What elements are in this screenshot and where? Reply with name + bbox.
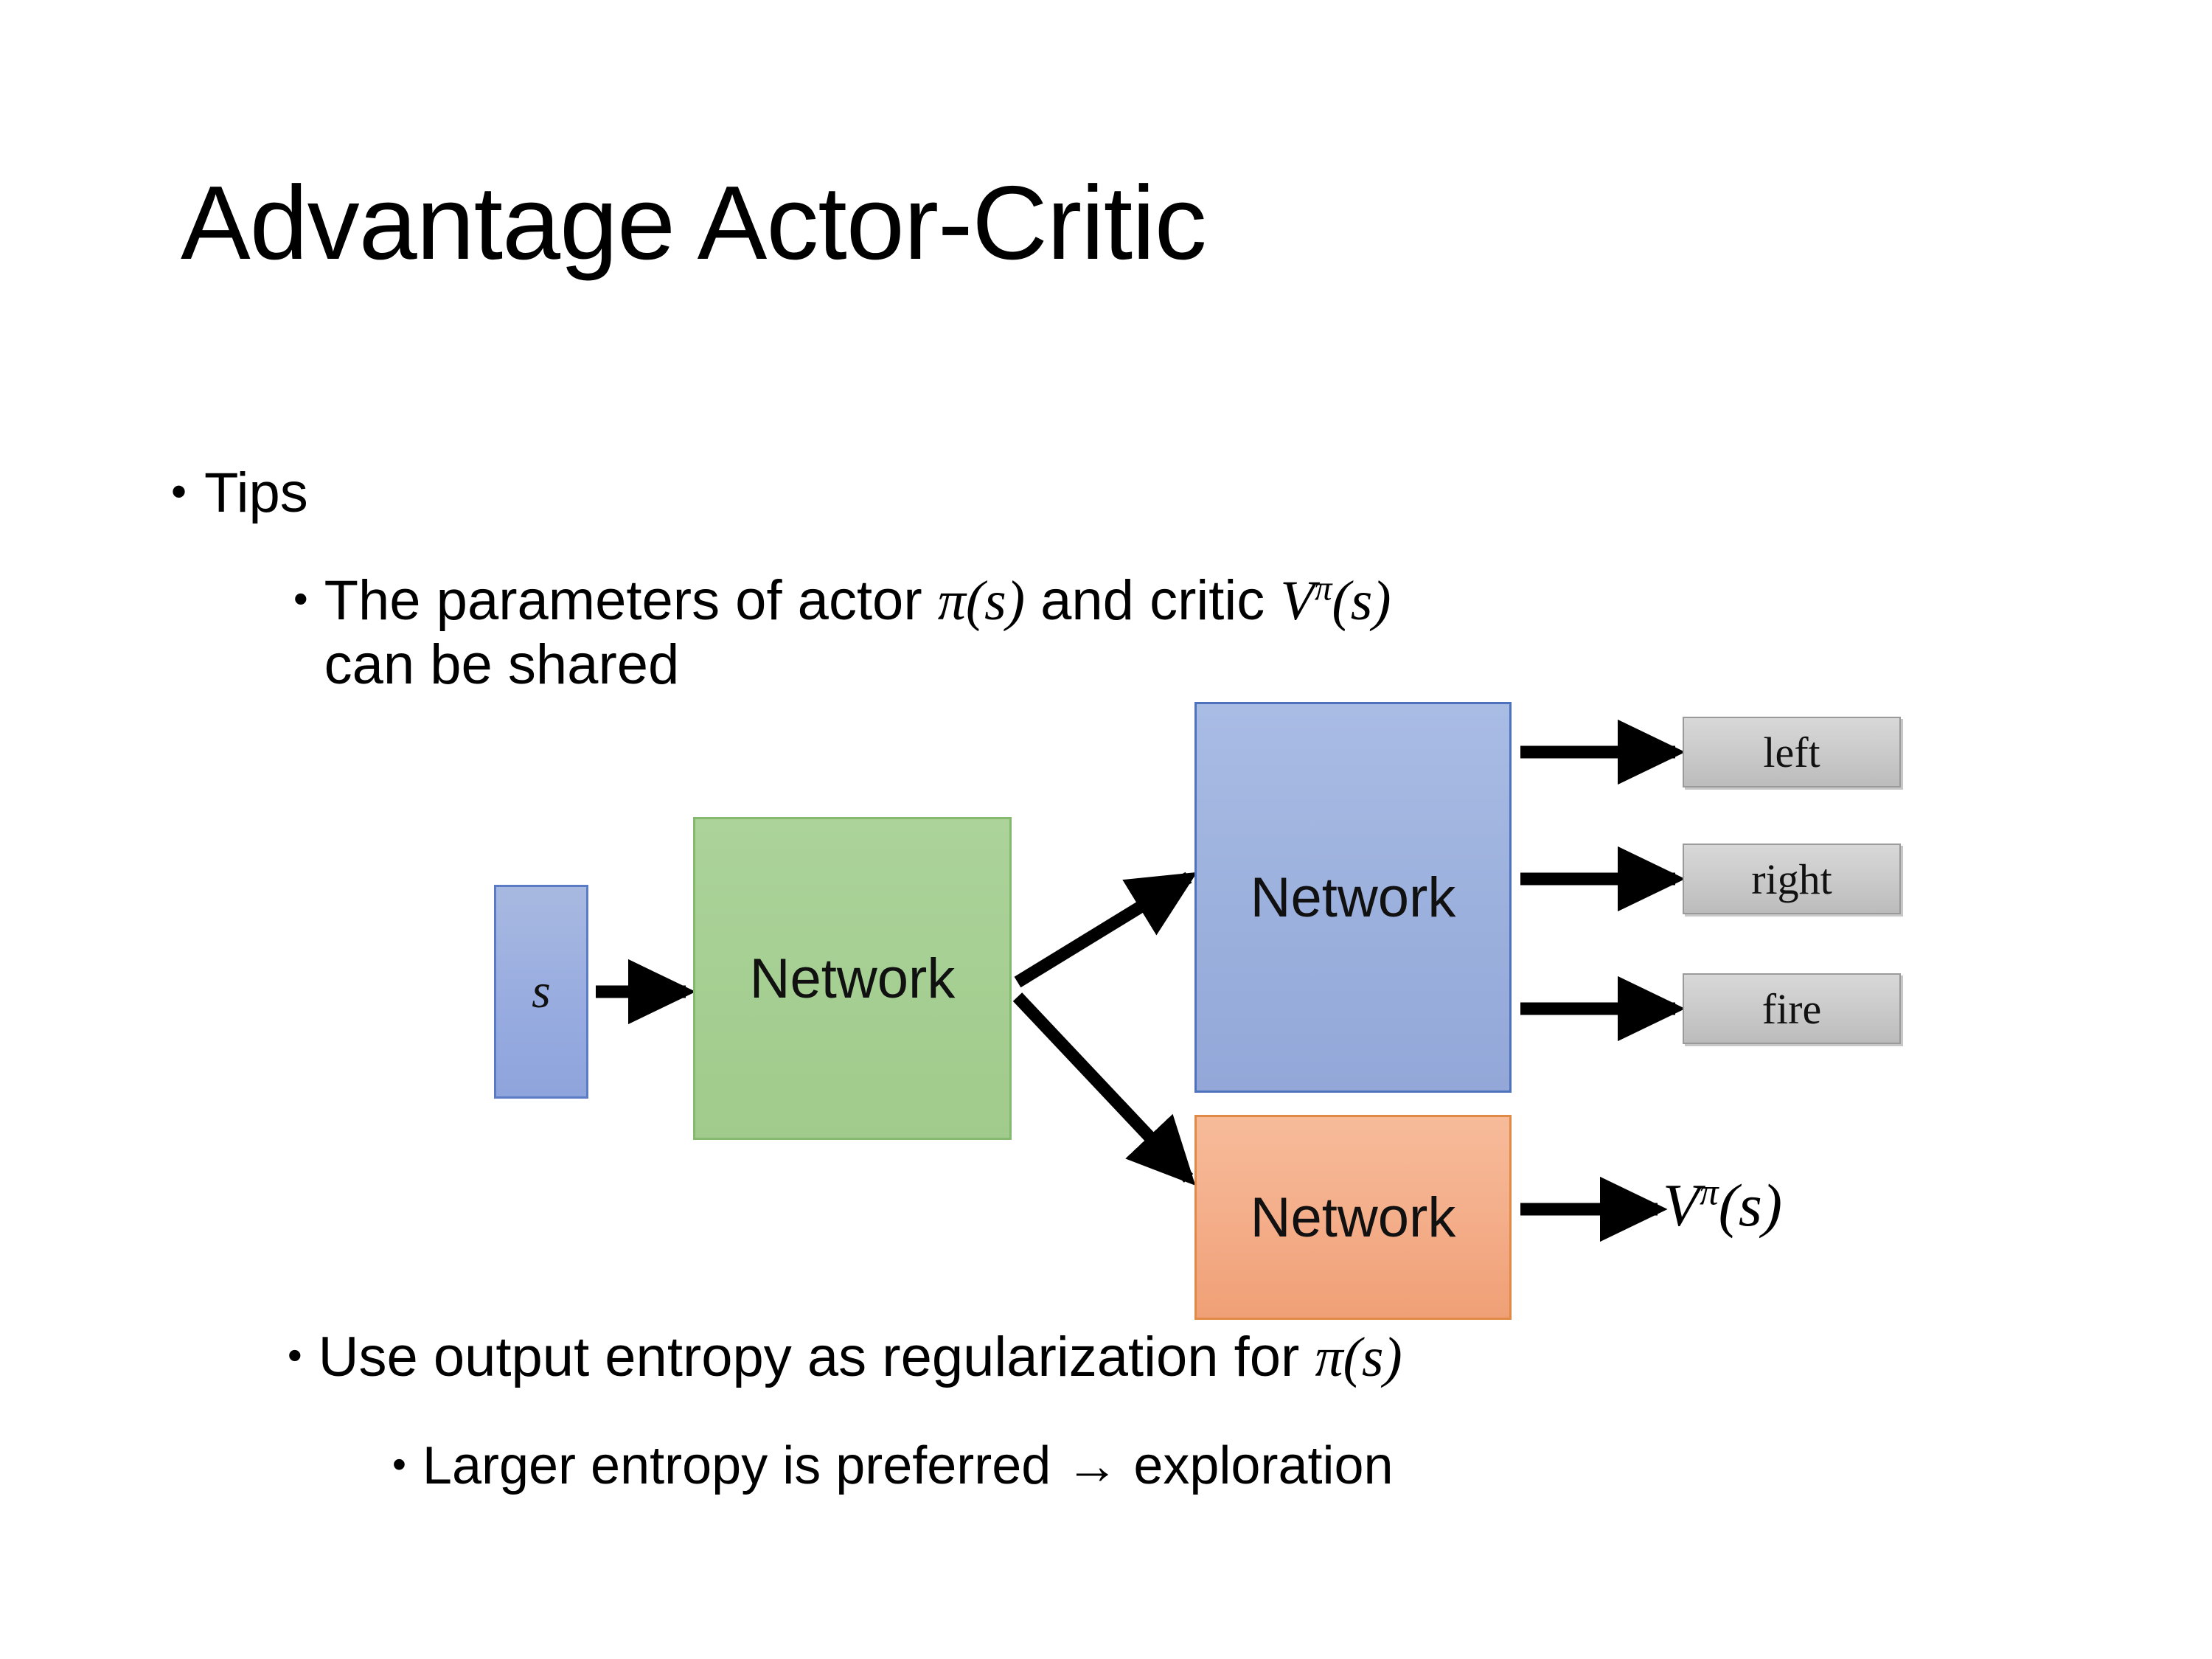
page-title: Advantage Actor-Critic — [181, 164, 1207, 282]
action-label-left: left — [1763, 728, 1820, 776]
bullet-marker-icon: • — [171, 467, 187, 516]
math-pi-of-s: π(s) — [1315, 1326, 1402, 1388]
shared-network-label: Network — [749, 947, 956, 1010]
math-pi-of-s: π(s) — [937, 570, 1026, 632]
value-superscript: π — [1700, 1171, 1719, 1213]
value-function-output-label: Vπ(s) — [1663, 1171, 1782, 1240]
action-label-fire: fire — [1761, 984, 1822, 1033]
bullet-larger-entropy-label: Larger entropy is preferred → exploratio… — [422, 1436, 1394, 1495]
bullet-shared-parameters: • The parameters of actor π(s) and criti… — [293, 569, 2078, 697]
bullet-entropy-text: Use output entropy as regularization for… — [319, 1326, 2116, 1390]
actor-network-label: Network — [1250, 866, 1456, 929]
critic-network-label: Network — [1250, 1186, 1456, 1249]
text-prefix: The parameters of actor — [324, 569, 938, 632]
bullet-larger-entropy: • Larger entropy is preferred → explorat… — [392, 1436, 2147, 1496]
shared-network-box: Network — [693, 817, 1012, 1140]
bullet-tips: • Tips — [171, 462, 1056, 525]
arrow-shared-to-actor — [1014, 872, 1197, 988]
action-box-fire: fire — [1683, 973, 1901, 1044]
arrow-shared-to-critic — [1012, 992, 1196, 1186]
actor-network-box: Network — [1194, 702, 1512, 1093]
bullet-tips-label: Tips — [204, 462, 308, 524]
value-base: V — [1663, 1172, 1700, 1239]
text-middle: and critic — [1025, 569, 1281, 632]
bullet-shared-parameters-text: The parameters of actor π(s) and critic … — [324, 569, 2078, 697]
action-box-left: left — [1683, 717, 1901, 787]
text-line2: can be shared — [324, 633, 680, 696]
input-state-label: s — [532, 964, 551, 1018]
critic-network-box: Network — [1194, 1115, 1512, 1320]
math-v-pi-of-s: Vπ(s) — [1280, 569, 1391, 632]
text-prefix: Use output entropy as regularization for — [318, 1326, 1315, 1388]
input-state-box: s — [494, 885, 588, 1099]
value-args: (s) — [1718, 1172, 1783, 1239]
action-box-right: right — [1683, 844, 1901, 914]
bullet-marker-icon: • — [293, 575, 308, 622]
bullet-marker-icon: • — [288, 1332, 302, 1378]
bullet-marker-icon: • — [392, 1442, 406, 1486]
action-label-right: right — [1751, 855, 1832, 903]
bullet-entropy-regularization: • Use output entropy as regularization f… — [288, 1326, 2116, 1390]
